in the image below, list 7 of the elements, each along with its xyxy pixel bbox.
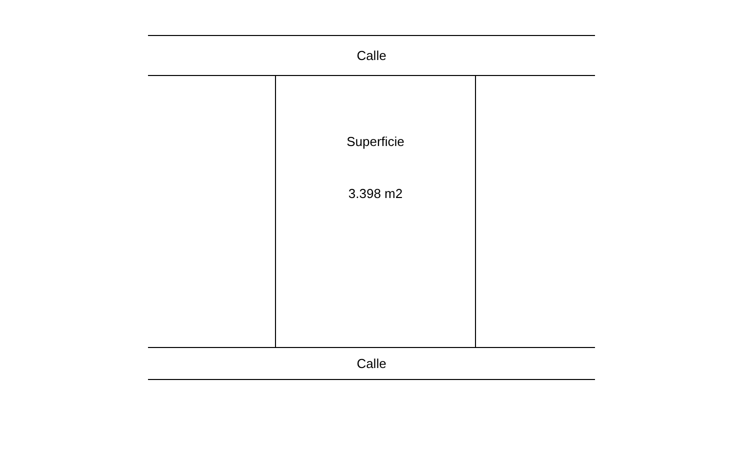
area-value: 3.398 m2 [348,186,403,201]
street-name: Calle [356,356,386,371]
street-band [148,347,595,380]
lot-plot [275,75,476,348]
area-heading: Superficie [346,134,404,149]
street-band [148,35,595,76]
street-name: Calle [356,48,386,63]
